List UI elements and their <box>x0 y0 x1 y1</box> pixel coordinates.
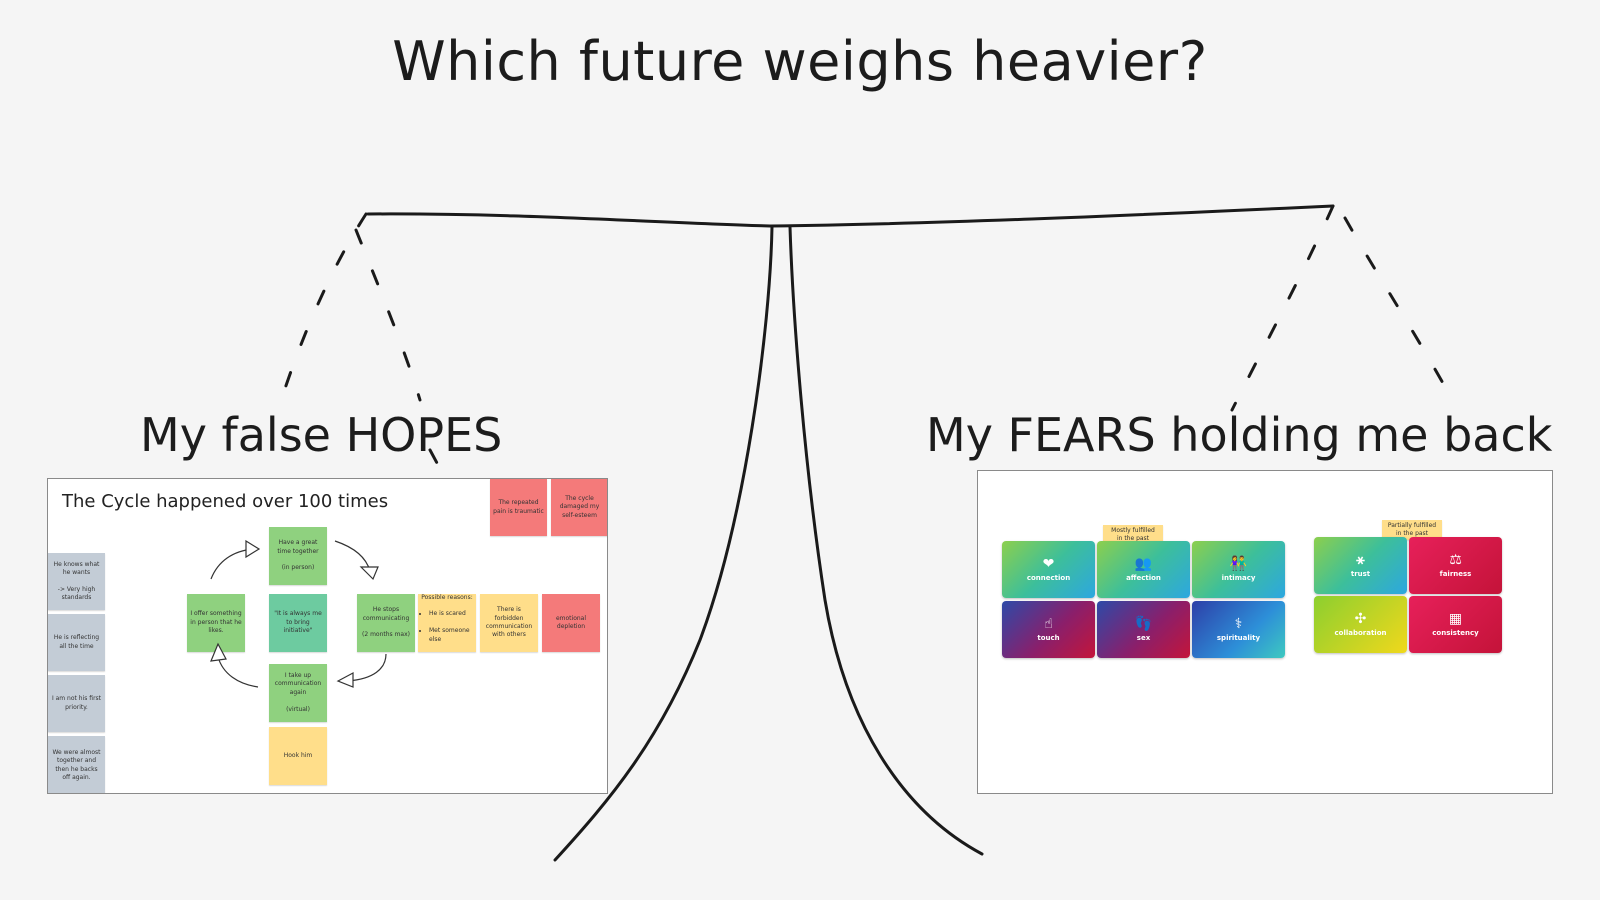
side-note-reflecting[interactable]: He is reflecting all the time <box>48 614 105 671</box>
need-label: consistency <box>1432 629 1479 637</box>
need-card-affection[interactable]: 👥 affection <box>1097 541 1190 598</box>
cycle-step-great-time[interactable]: Have a great time together (in person) <box>269 527 327 585</box>
need-label: intimacy <box>1221 574 1256 582</box>
hopes-heading: My false HOPES <box>140 408 503 462</box>
cycle-arrows <box>210 539 387 688</box>
scale-beam <box>366 204 1335 228</box>
partially-fulfilled-tag: Partially fulfilled in the past <box>1382 520 1442 540</box>
need-card-spirituality[interactable]: ⚕ spirituality <box>1192 601 1285 658</box>
hook-note[interactable]: Hook him <box>269 727 327 785</box>
side-note-priority[interactable]: I am not his first priority. <box>48 675 105 732</box>
need-card-intimacy[interactable]: 👫 intimacy <box>1192 541 1285 598</box>
side-note-standards[interactable]: He knows what he wants -> Very high stan… <box>48 553 105 610</box>
need-card-touch[interactable]: ☝ touch <box>1002 601 1095 658</box>
reason-item: He is scared <box>429 610 473 618</box>
chain-left-outer <box>276 212 368 412</box>
cycle-board[interactable]: The Cycle happened over 100 times He kno… <box>47 478 608 794</box>
mostly-fulfilled-tag: Mostly fulfilled in the past <box>1103 525 1163 545</box>
need-label: collaboration <box>1334 629 1387 637</box>
depletion-note[interactable]: emotional depletion <box>542 594 600 652</box>
reason-item: Met someone else <box>429 627 473 644</box>
arrow-to-left <box>217 656 259 688</box>
hand-icon: ☝ <box>1044 616 1053 632</box>
scales-icon: ⚖ <box>1449 552 1462 568</box>
fears-heading: My FEARS holding me back <box>926 408 1553 462</box>
need-label: touch <box>1037 634 1060 642</box>
top-note-pain[interactable]: The repeated pain is traumatic <box>490 479 547 536</box>
reasons-note[interactable]: Possible reasons: He is scared Met someo… <box>418 594 476 652</box>
top-note-self-esteem[interactable]: The cycle damaged my self-esteem <box>551 479 607 536</box>
calendar-icon: ▦ <box>1448 611 1463 627</box>
arrow-to-bottom <box>347 653 387 682</box>
hug-icon: 👥 <box>1134 556 1153 572</box>
need-label: trust <box>1350 570 1371 578</box>
need-label: connection <box>1026 574 1071 582</box>
arrow-head-top <box>245 539 261 559</box>
page-title: Which future weighs heavier? <box>392 30 1208 93</box>
needs-board[interactable]: Mostly fulfilled in the past Partially f… <box>977 470 1553 794</box>
couple-icon: 👫 <box>1229 556 1248 572</box>
need-card-sex[interactable]: 👣 sex <box>1097 601 1190 658</box>
cycle-step-stops-communicating[interactable]: He stops communicating (2 months max) <box>357 594 415 652</box>
forbidden-communication-note[interactable]: There is forbidden communication with ot… <box>480 594 538 652</box>
chain-left-inner <box>354 228 422 402</box>
need-label: affection <box>1126 574 1161 582</box>
trust-fall-icon: ⚹ <box>1356 552 1365 568</box>
need-card-trust[interactable]: ⚹ trust <box>1314 537 1407 594</box>
need-label: spirituality <box>1216 634 1261 642</box>
puzzle-icon: ✣ <box>1354 611 1367 627</box>
side-note-backs-off[interactable]: We were almost together and then he back… <box>48 736 105 793</box>
footprints-icon: 👣 <box>1134 616 1153 632</box>
cycle-center-initiative[interactable]: "It is always me to bring initiative" <box>269 594 327 652</box>
chain-right-inner <box>1230 204 1335 412</box>
need-card-connection[interactable]: ❤ connection <box>1002 541 1095 598</box>
heart-icon: ❤ <box>1042 556 1055 572</box>
need-label: fairness <box>1439 570 1472 578</box>
scale-stand-right <box>788 225 984 856</box>
arrow-head-bottom <box>336 672 354 688</box>
chain-right-outer <box>1343 216 1457 407</box>
cycle-board-title: The Cycle happened over 100 times <box>62 491 389 512</box>
scale-stand-left <box>553 225 774 862</box>
arrow-head-left <box>210 642 227 662</box>
need-card-fairness[interactable]: ⚖ fairness <box>1409 537 1502 594</box>
chain-left-inner-lower <box>428 448 447 480</box>
meditation-icon: ⚕ <box>1234 616 1243 632</box>
need-label: sex <box>1136 634 1151 642</box>
cycle-step-take-up[interactable]: I take up communication again (virtual) <box>269 664 327 722</box>
cycle-step-offer[interactable]: I offer something in person that he like… <box>187 594 245 652</box>
reasons-title: Possible reasons: <box>421 593 473 601</box>
need-card-collaboration[interactable]: ✣ collaboration <box>1314 596 1407 653</box>
need-card-consistency[interactable]: ▦ consistency <box>1409 596 1502 653</box>
arrow-head-right <box>359 566 379 581</box>
